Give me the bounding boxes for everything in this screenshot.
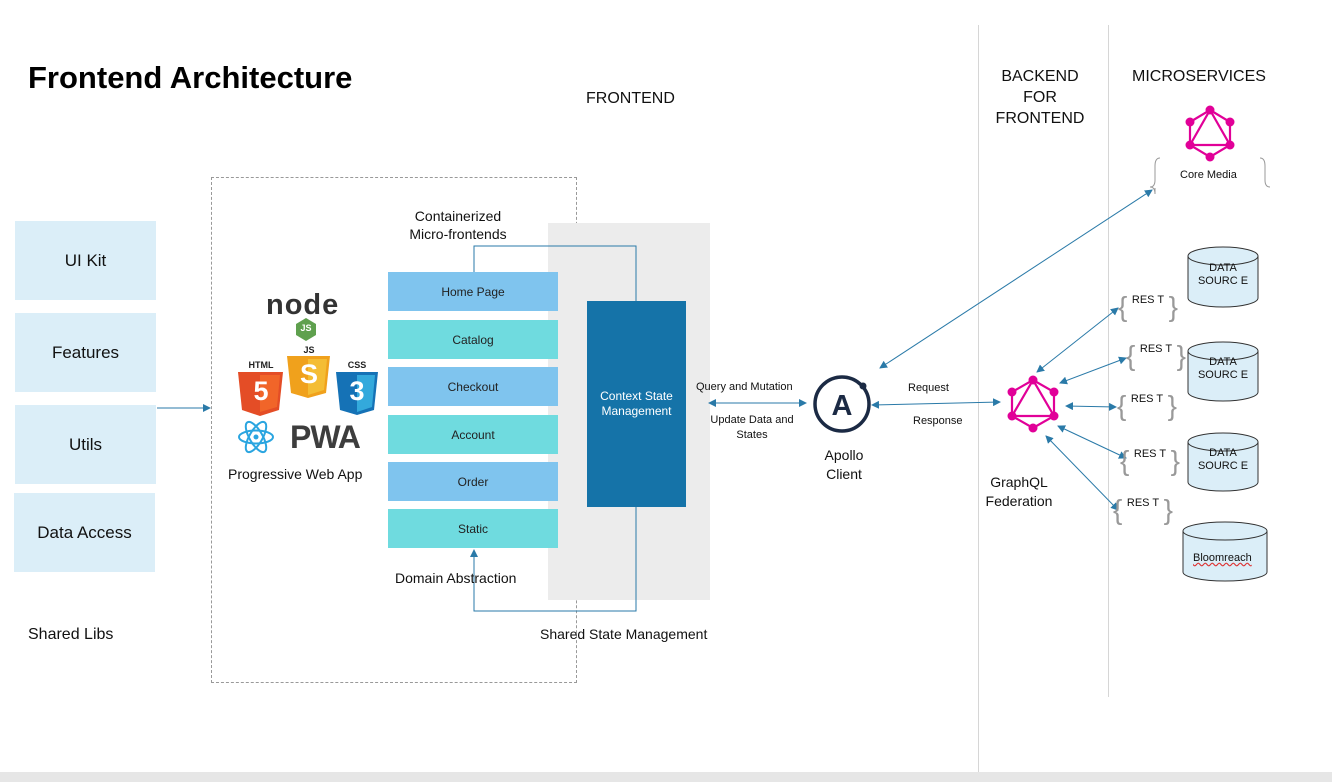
apollo-client-label: Apollo Client (824, 447, 864, 482)
core-media-label: Core Media (1180, 169, 1237, 181)
html-logo-number: 5 (253, 376, 269, 406)
lib-data-access: Data Access (14, 493, 155, 572)
mfe-static: Static (388, 509, 558, 548)
rest-5: RES T (1113, 490, 1173, 530)
domain-abstraction-caption: Domain Abstraction (395, 570, 517, 586)
request-label: Request (908, 382, 949, 394)
node-js-badge-icon (296, 318, 316, 341)
rest-1: RES T (1118, 287, 1178, 327)
mfe-home-page: Home Page (388, 272, 558, 311)
rest-2: RES T (1126, 336, 1186, 376)
shared-state-caption: Shared State Management (540, 626, 708, 642)
mfe-order: Order (388, 462, 558, 501)
bottom-bar (0, 772, 1332, 782)
pwa-caption: Progressive Web App (228, 466, 363, 482)
micro-frontends-caption: Containerized Micro-frontends (409, 208, 507, 242)
shared-libs-caption: Shared Libs (28, 626, 114, 643)
microservices-graphql-icon (1185, 105, 1235, 162)
mfe-checkout: Checkout (388, 367, 558, 406)
mfe-catalog: Catalog (388, 320, 558, 359)
node-logo-text: node (266, 289, 340, 321)
page-title: Frontend Architecture (28, 60, 353, 95)
rest-4: RES T (1120, 441, 1180, 481)
js-shield-icon (287, 356, 330, 398)
css-logo-text: CSS (347, 360, 367, 370)
graphql-federation-label: GraphQL Federation (985, 474, 1053, 509)
lib-utils: Utils (15, 405, 156, 484)
react-atom-icon (238, 420, 274, 454)
core-media-bracket (1149, 157, 1271, 195)
rest-3: RES T (1117, 386, 1177, 426)
response-label: Response (913, 415, 963, 427)
data-source-1-label: DATA SOURC E (1197, 262, 1249, 287)
bff-header: BACKEND FOR FRONTEND (995, 68, 1085, 127)
mfe-account: Account (388, 415, 558, 454)
bloomreach-label: Bloomreach (1193, 552, 1252, 564)
frontend-header: FRONTEND (586, 90, 675, 107)
css-logo-number: 3 (349, 376, 365, 406)
data-source-2-label: DATA SOURC E (1197, 356, 1249, 381)
bloomreach-cylinder (1182, 521, 1268, 582)
html-logo-text: HTML (248, 360, 274, 370)
js-logo-number: S (299, 359, 318, 389)
data-source-cylinder-3 (1187, 432, 1259, 492)
lib-features: Features (15, 313, 156, 392)
data-source-3-label: DATA SOURC E (1197, 447, 1249, 472)
node-js-badge-text: JS (300, 323, 312, 333)
graphql-federation-icon (1007, 375, 1059, 433)
data-source-cylinder-2 (1187, 341, 1259, 402)
update-data-label: Update Data and States (710, 414, 794, 441)
apollo-logo-icon: A (813, 375, 871, 433)
data-source-cylinder-1 (1187, 246, 1259, 308)
query-mutation-label: Query and Mutation (696, 381, 793, 393)
pwa-logo-text: PWA (290, 419, 361, 455)
context-state-management: Context State Management (587, 301, 686, 507)
svg-text:A: A (832, 390, 853, 422)
js-logo-text: JS (303, 345, 315, 355)
microservices-header: MICROSERVICES (1132, 68, 1266, 85)
css3-icon (336, 372, 378, 415)
lib-ui-kit: UI Kit (15, 221, 156, 300)
html5-icon (238, 372, 283, 416)
